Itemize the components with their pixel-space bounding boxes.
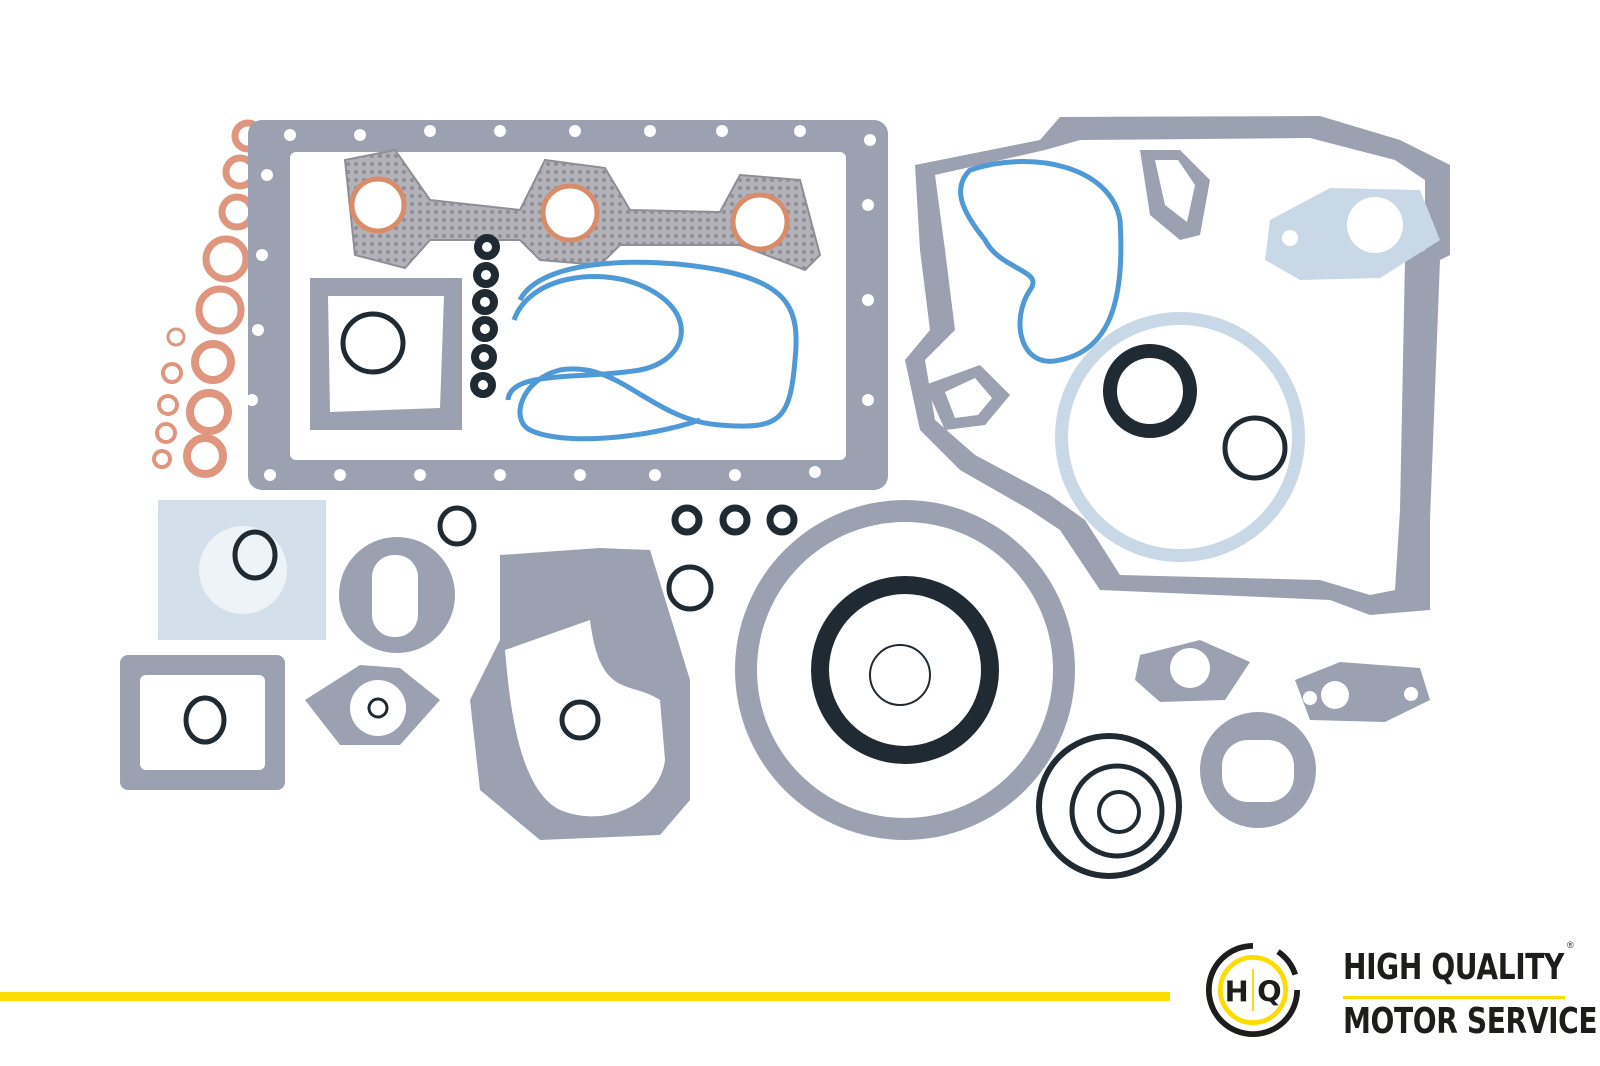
brand-logo: H Q HIGH QUALITY ® MOTOR SERVICE [1205, 940, 1598, 1050]
timing-cover-blue-seal [958, 159, 1124, 364]
hq-badge-icon: H Q [1205, 942, 1301, 1038]
exhaust-manifold-gasket [343, 148, 822, 272]
registered-mark: ® [1567, 940, 1574, 950]
brand-line-1: HIGH QUALITY [1343, 947, 1564, 988]
thermostat-gasket [310, 278, 462, 430]
brand-separator [1343, 996, 1565, 999]
valve-stem-seals [470, 234, 500, 398]
badge-h: H [1225, 975, 1249, 1009]
yellow-accent-bar [0, 992, 1170, 1001]
water-pump-gasket [470, 548, 690, 840]
valve-cover-seal [505, 259, 799, 442]
front-oil-seal [1103, 344, 1288, 481]
small-gaskets [120, 529, 1430, 828]
o-rings [437, 504, 1182, 879]
copper-washers [152, 119, 265, 478]
rear-seal-housing-gasket [735, 500, 1075, 840]
badge-q: Q [1257, 975, 1281, 1009]
brand-line-2: MOTOR SERVICE [1343, 1001, 1598, 1042]
